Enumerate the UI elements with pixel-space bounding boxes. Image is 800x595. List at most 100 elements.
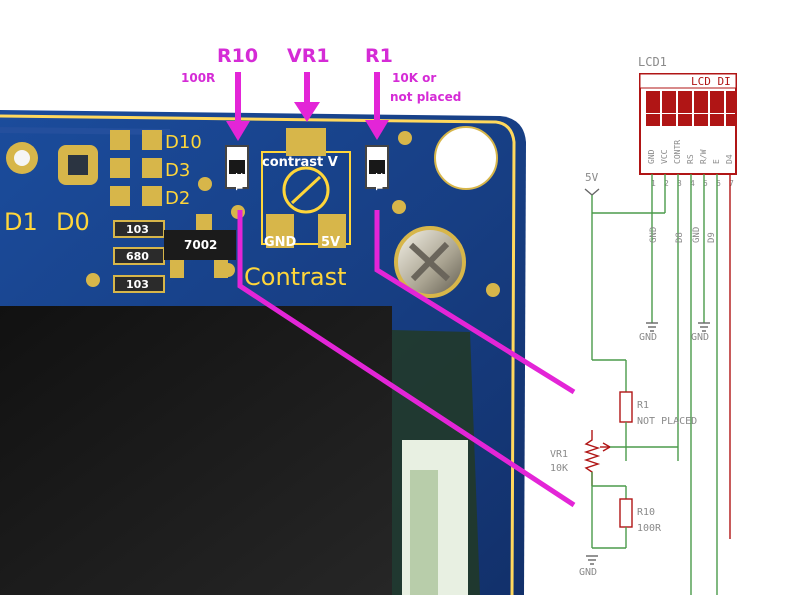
resistor-1-marking: 103 [126, 223, 149, 236]
trimmer-circle [282, 166, 330, 214]
screw-slot-2 [410, 241, 450, 282]
lcd-segment-3 [678, 91, 692, 113]
lcd-segment-2 [662, 91, 676, 113]
r1-callout-value-line2: not placed [390, 90, 461, 104]
lcd-header [639, 73, 737, 89]
lcd-segment-5 [710, 91, 724, 113]
lcd-segment-10 [694, 114, 708, 126]
via-right-low [486, 283, 500, 297]
gnd-label: GND [264, 235, 297, 250]
vr1-callout-title: VR1 [287, 45, 330, 67]
lcd-pin-number-2: 2 [664, 179, 669, 188]
r1-arrow-head [365, 120, 389, 140]
silk-d2: D2 [165, 188, 190, 209]
pad-low-left [110, 186, 130, 206]
transistor-leg-1 [170, 260, 184, 278]
trimmer-slot [290, 175, 322, 205]
pad-mid-right [142, 158, 162, 178]
r1-body [369, 160, 385, 174]
vr1-pad-right [318, 214, 346, 248]
silk-contrast: Contrast [244, 263, 347, 291]
lcd-module [0, 306, 392, 595]
r1-symbol [619, 391, 633, 423]
r1-pointer-line [374, 210, 576, 395]
schematic: LCD1 LCD DI GND VCC CONTR RS R/W E D4 1 [550, 55, 737, 595]
lcd-pin-label-1: GND [647, 149, 656, 164]
lcd-segment-6 [726, 91, 736, 113]
pad-top-right [142, 130, 162, 150]
lcd-pin-label-2: VCC [660, 149, 669, 164]
vr1-arrow-head [294, 102, 320, 122]
r10-pointer-line [237, 210, 576, 508]
transistor-tab [196, 214, 212, 230]
lcd-segment-8 [662, 114, 676, 126]
via-left-low [86, 273, 100, 287]
lcd-pin-label-5: R/W [699, 149, 708, 164]
lcd-pin-label-7: D4 [725, 154, 734, 164]
net-label-gnd-2: GND [692, 227, 702, 243]
lcd-pin-label-3: CONTR [673, 140, 682, 164]
r10-callout-title: R10 [217, 45, 258, 67]
lcd-segment-9 [678, 114, 692, 126]
via-r1 [392, 200, 406, 214]
lcd-segment-4 [694, 91, 708, 113]
lcd-title: LCD DI [691, 75, 731, 88]
gnd-mid-label-2: GND [691, 332, 709, 343]
resistor-1 [113, 220, 165, 238]
lcd-pin-number-3: 3 [677, 179, 682, 188]
resistor-3-marking: 103 [126, 278, 149, 291]
net-label-d9: D9 [707, 232, 717, 243]
r1-marking: 101 [373, 172, 383, 191]
contrast-v-label: contrast V [262, 155, 338, 170]
lcd-name: LCD1 [638, 55, 667, 69]
pad-top-left [110, 130, 130, 150]
gnd-bottom-label: GND [579, 567, 597, 578]
lcd-pin-label-4: RS [686, 154, 695, 164]
silk-d3: D3 [165, 160, 190, 181]
lcd-segment-1 [646, 91, 660, 113]
lcd-segment-7 [646, 114, 660, 126]
silk-d10: D10 [165, 132, 202, 153]
pad-low-right [142, 186, 162, 206]
pcb-photo: D10 D3 D2 D1 D0 Contrast 103 680 103 700… [0, 110, 526, 595]
r1-value: NOT PLACED [637, 416, 697, 427]
r10-marking: 101 [233, 172, 243, 191]
r10-symbol [619, 498, 633, 528]
pad-mid-left [110, 158, 130, 178]
r10-value: 100R [637, 523, 662, 534]
via-left-large-center [14, 150, 30, 166]
r1-callout-value-line1: 10K or [392, 71, 436, 85]
lcd-pin-label-6: E [712, 159, 721, 164]
vr1-pad-top [286, 128, 326, 156]
via-upper-right [398, 131, 412, 145]
r10-body [229, 160, 245, 174]
lcd-segment-11 [710, 114, 724, 126]
pcb-trace [0, 127, 171, 135]
pcb-outline [0, 114, 516, 595]
r10-arrow-head [226, 121, 250, 141]
supply-symbol [584, 188, 600, 196]
supply-label: 5V [585, 171, 599, 184]
vr1-name: VR1 [550, 449, 568, 460]
gnd-mid-label-1: GND [639, 332, 657, 343]
vr1-pad-left [266, 214, 294, 248]
silk-d1: D1 [4, 208, 38, 236]
resistor-3 [113, 275, 165, 293]
transistor-marking: 7002 [184, 238, 217, 252]
r1-callout-title: R1 [365, 45, 393, 67]
mounting-hole [434, 126, 498, 190]
silk-d0: D0 [56, 208, 90, 236]
via-square-center [68, 155, 88, 175]
lcd-segment-12 [726, 114, 736, 126]
via-r10-top [198, 177, 212, 191]
via-r10-low [221, 263, 235, 277]
vr1-value: 10K [550, 463, 568, 474]
r10-callout-value: 100R [181, 71, 215, 85]
lcd-green-edge [410, 470, 438, 595]
five-v-label: 5V [321, 235, 340, 250]
lcd-pin-number-5: 5 [703, 179, 708, 188]
lcd-pin-number-7: 7 [729, 179, 734, 188]
lcd-pin-number-1: 1 [651, 179, 656, 188]
resistor-2-marking: 680 [126, 250, 149, 263]
